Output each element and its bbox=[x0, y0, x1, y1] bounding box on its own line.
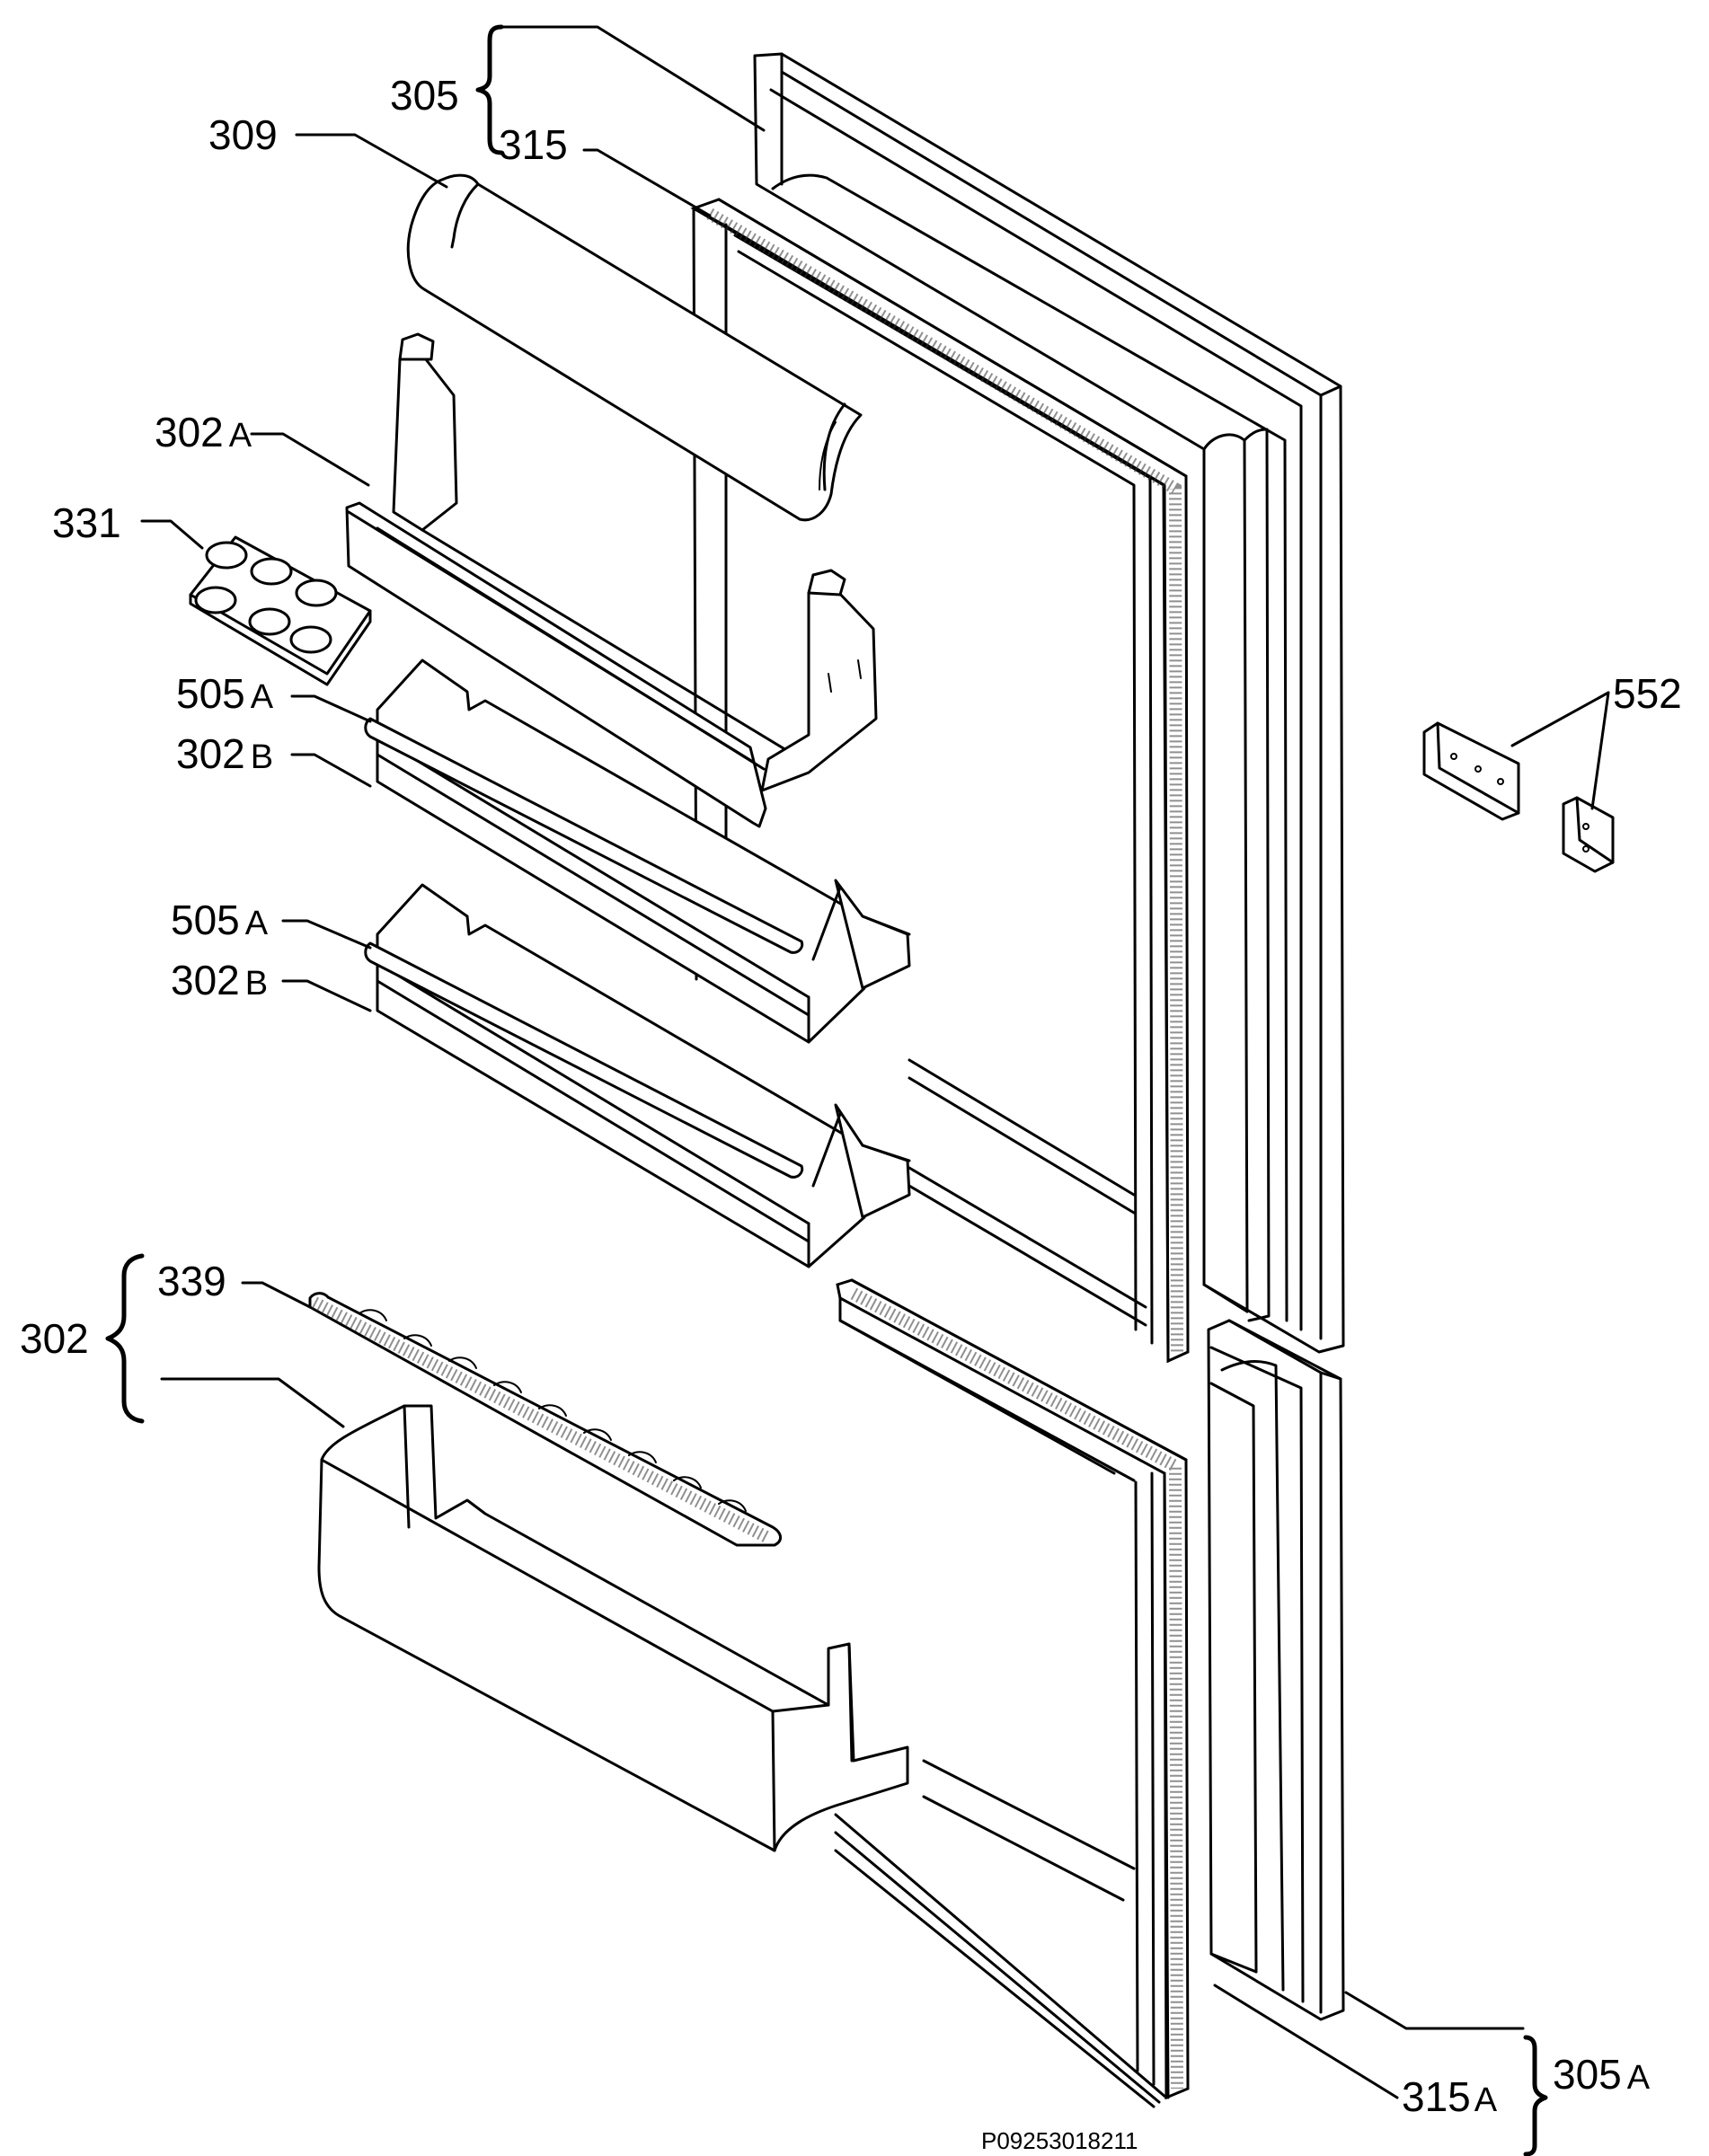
brace-302 bbox=[105, 1253, 145, 1424]
lower-door-gasket-315a bbox=[834, 1278, 1190, 2108]
door-shelf-302b-upper bbox=[364, 658, 911, 1044]
brace-305 bbox=[475, 24, 504, 155]
bottle-retainer-339 bbox=[308, 1292, 782, 1547]
label-305: 305 bbox=[390, 72, 459, 119]
label-331: 331 bbox=[52, 499, 121, 546]
door-shelf-302a bbox=[345, 332, 878, 828]
hinge-parts-552 bbox=[1422, 721, 1615, 873]
braces bbox=[105, 24, 1548, 2156]
leader-lines bbox=[140, 25, 1610, 2099]
door-shelf-302b-lower bbox=[364, 883, 911, 1268]
label-309: 309 bbox=[208, 111, 278, 158]
upper-door-panel bbox=[753, 52, 1345, 1354]
brace-305a bbox=[1523, 2035, 1548, 2156]
lower-door-panel bbox=[1207, 1319, 1345, 2021]
dairy-flap-309 bbox=[406, 173, 863, 522]
label-339: 339 bbox=[157, 1258, 226, 1304]
label-315: 315 bbox=[499, 121, 568, 168]
label-302: 302 bbox=[20, 1315, 89, 1362]
bottle-shelf-302 bbox=[317, 1404, 909, 1852]
upper-door-gasket-315 bbox=[690, 198, 1190, 1364]
egg-tray-331 bbox=[189, 535, 372, 686]
label-552: 552 bbox=[1613, 670, 1682, 717]
drawing-code: P09253018211 bbox=[981, 2127, 1138, 2154]
